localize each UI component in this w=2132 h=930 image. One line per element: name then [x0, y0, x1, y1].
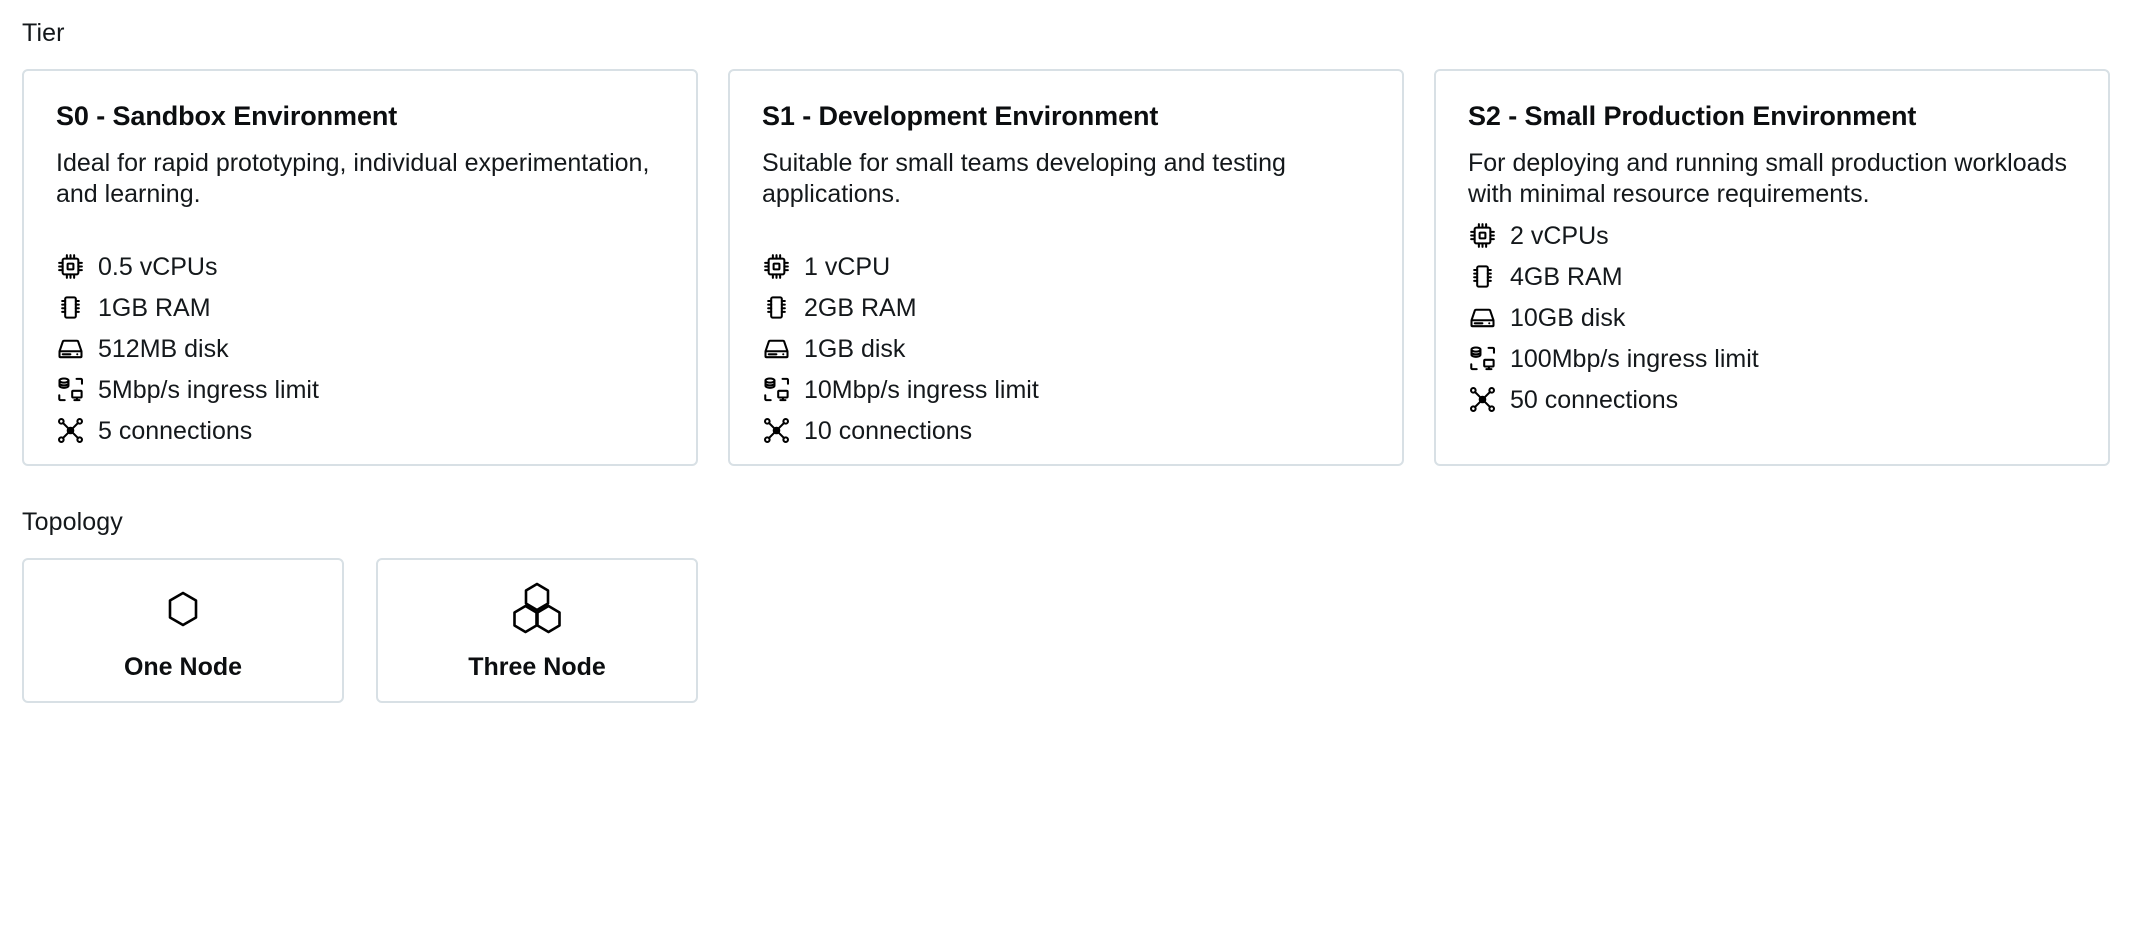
spec-value: 1GB disk — [804, 334, 906, 363]
network-icon — [762, 375, 791, 404]
tier-card-description: Suitable for small teams developing and … — [762, 149, 1286, 208]
cpu-icon — [1468, 221, 1497, 250]
memory-icon — [762, 293, 791, 322]
network-icon — [56, 375, 85, 404]
spec-row-connections: 10 connections — [762, 410, 1370, 451]
disk-icon — [56, 334, 85, 363]
topology-option-one-node[interactable]: One Node — [22, 558, 344, 703]
spec-row-memory: 1GB RAM — [56, 287, 664, 328]
spec-row-network: 5Mbp/s ingress limit — [56, 369, 664, 410]
connections-icon — [762, 416, 791, 445]
single-hexagon-icon — [155, 581, 211, 637]
topology-option-three-node[interactable]: Three Node — [376, 558, 698, 703]
disk-icon — [762, 334, 791, 363]
spec-value: 5 connections — [98, 416, 253, 445]
tier-section-label: Tier — [22, 19, 65, 47]
topology-option-label: One Node — [123, 652, 243, 681]
spec-row-cpu: 1 vCPU — [762, 246, 1370, 287]
spec-row-connections: 50 connections — [1468, 379, 2076, 420]
spec-value: 4GB RAM — [1510, 262, 1623, 291]
spec-value: 5Mbp/s ingress limit — [98, 375, 319, 404]
spec-row-connections: 5 connections — [56, 410, 664, 451]
spec-value: 1GB RAM — [98, 293, 211, 322]
spec-value: 10GB disk — [1510, 303, 1626, 332]
triple-hexagon-icon — [509, 581, 565, 637]
tier-spec-list: 1 vCPU 2GB RAM — [762, 246, 1370, 451]
spec-value: 100Mbp/s ingress limit — [1510, 344, 1759, 373]
spec-value: 2GB RAM — [804, 293, 917, 322]
tier-card-title: S1 - Development Environment — [762, 101, 1159, 131]
spec-value: 10 connections — [804, 416, 973, 445]
spec-value: 512MB disk — [98, 334, 229, 363]
tier-card-description: For deploying and running small producti… — [1468, 149, 2067, 208]
tier-card-s0[interactable]: S0 - Sandbox Environment Ideal for rapid… — [22, 69, 698, 466]
spec-value: 10Mbp/s ingress limit — [804, 375, 1039, 404]
connections-icon — [56, 416, 85, 445]
spec-value: 1 vCPU — [804, 252, 891, 281]
spec-value: 0.5 vCPUs — [98, 252, 218, 281]
spec-row-network: 100Mbp/s ingress limit — [1468, 338, 2076, 379]
tier-card-description: Ideal for rapid prototyping, individual … — [56, 149, 650, 208]
spec-row-memory: 4GB RAM — [1468, 256, 2076, 297]
tier-card-s1[interactable]: S1 - Development Environment Suitable fo… — [728, 69, 1404, 466]
spec-value: 2 vCPUs — [1510, 221, 1609, 250]
spec-row-cpu: 0.5 vCPUs — [56, 246, 664, 287]
spec-row-disk: 1GB disk — [762, 328, 1370, 369]
tier-spec-list: 2 vCPUs 4GB RAM — [1468, 215, 2076, 420]
spec-row-memory: 2GB RAM — [762, 287, 1370, 328]
spec-row-disk: 512MB disk — [56, 328, 664, 369]
spec-row-cpu: 2 vCPUs — [1468, 215, 2076, 256]
disk-icon — [1468, 303, 1497, 332]
tier-spec-list: 0.5 vCPUs 1GB RAM — [56, 246, 664, 451]
tier-card-s2[interactable]: S2 - Small Production Environment For de… — [1434, 69, 2110, 466]
topology-option-list: One Node Three Node — [22, 558, 2110, 703]
topology-section-label: Topology — [22, 508, 123, 536]
spec-row-disk: 10GB disk — [1468, 297, 2076, 338]
memory-icon — [1468, 262, 1497, 291]
cpu-icon — [762, 252, 791, 281]
topology-option-label: Three Node — [468, 652, 606, 681]
spec-row-network: 10Mbp/s ingress limit — [762, 369, 1370, 410]
spec-value: 50 connections — [1510, 385, 1679, 414]
cpu-icon — [56, 252, 85, 281]
memory-icon — [56, 293, 85, 322]
connections-icon — [1468, 385, 1497, 414]
tier-card-list: S0 - Sandbox Environment Ideal for rapid… — [22, 69, 2110, 466]
tier-card-title: S2 - Small Production Environment — [1468, 101, 1917, 131]
tier-card-title: S0 - Sandbox Environment — [56, 101, 398, 131]
network-icon — [1468, 344, 1497, 373]
